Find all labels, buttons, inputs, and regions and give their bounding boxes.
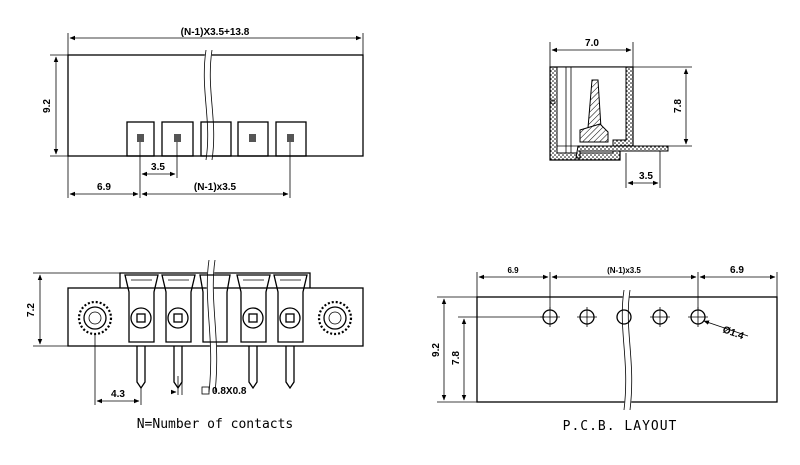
front-caption: N=Number of contacts — [137, 417, 294, 432]
left-mount-screw — [77, 300, 113, 336]
pcb-left-dim: 6.9 — [507, 266, 519, 275]
pcb-height-inner-dim: 7.8 — [451, 351, 462, 365]
side-offset-dim: 3.5 — [639, 171, 653, 182]
pcb-span-dim: (N-1)x3.5 — [607, 266, 641, 275]
pcb-layout: Ø1.4 6.9 (N-1)x3.5 6.9 9.2 7.8 P.C.B. LA… — [431, 265, 778, 434]
side-height-dim: 7.8 — [673, 99, 684, 113]
side-view: 7.0 7.8 3.5 — [549, 38, 692, 188]
top-width-dim: (N-1)X3.5+13.8 — [181, 27, 250, 38]
top-pitch-dim: 3.5 — [151, 162, 165, 173]
front-pins — [136, 346, 295, 390]
top-span-dim: (N-1)x3.5 — [194, 182, 237, 193]
top-view: (N-1)X3.5+13.8 9.2 3.5 6.9 (N-1)x3.5 — [42, 27, 364, 198]
front-height-dim: 7.2 — [26, 303, 37, 317]
pcb-height-outer-dim: 9.2 — [431, 343, 442, 357]
pcb-caption: P.C.B. LAYOUT — [563, 419, 678, 434]
front-cavities — [124, 274, 308, 343]
front-view: 7.2 4.3 0.8X0.8 N=Number of contacts — [26, 259, 364, 432]
top-edge-dim: 6.9 — [97, 182, 111, 193]
top-height-dim: 9.2 — [42, 99, 53, 113]
pcb-right-dim: 6.9 — [730, 265, 744, 276]
front-pin-size: 0.8X0.8 — [212, 386, 247, 397]
pcb-holes — [540, 307, 708, 327]
top-view-body — [67, 54, 364, 157]
side-width-dim: 7.0 — [585, 38, 599, 49]
right-mount-screw — [317, 300, 353, 336]
front-pin-offset-dim: 4.3 — [111, 389, 125, 400]
top-view-windows — [126, 121, 307, 157]
